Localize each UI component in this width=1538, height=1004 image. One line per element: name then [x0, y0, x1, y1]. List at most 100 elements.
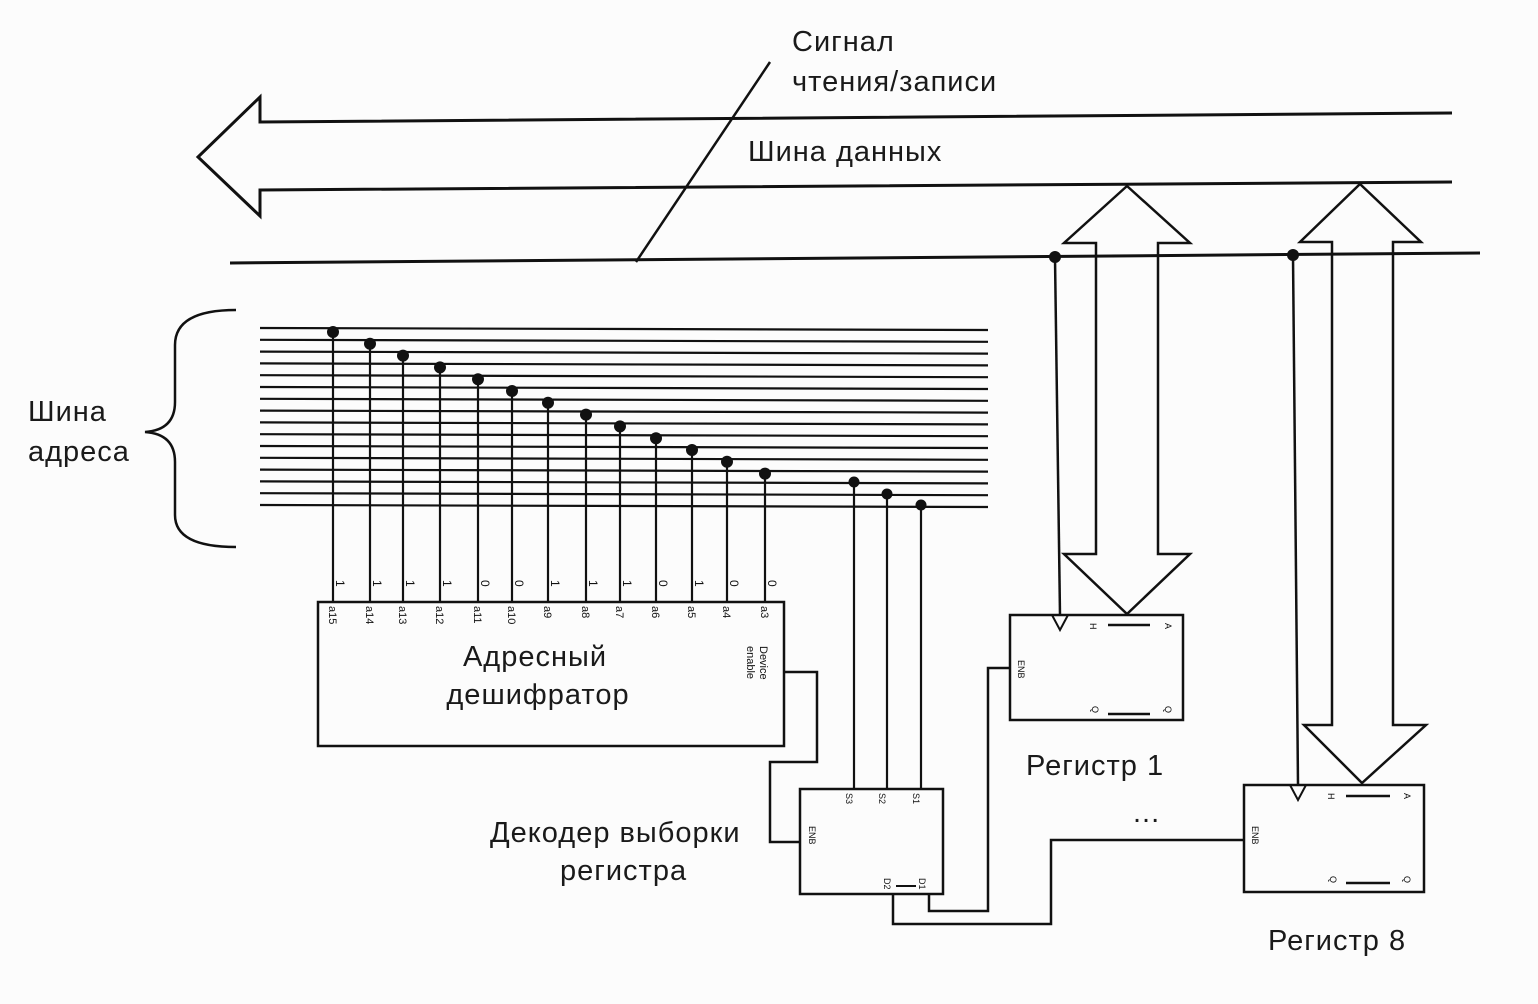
- address-pin-label: a7: [613, 606, 625, 618]
- signal-label-2: чтения/записи: [792, 66, 997, 98]
- address-pin-label: a10: [505, 606, 517, 624]
- address-decoder-label-1: Адресный: [463, 641, 607, 673]
- address-tap-dot: [686, 444, 698, 456]
- register-1-clock: [1051, 614, 1069, 633]
- address-bit-value: 0: [727, 580, 741, 587]
- register-8-h: H: [1326, 793, 1336, 800]
- register-1-rw-dot: [1049, 251, 1061, 263]
- address-tap-dot: [721, 455, 733, 468]
- address-bit-value: 0: [765, 580, 779, 587]
- address-pin-label: a3: [758, 606, 770, 618]
- address-bus-line: [259, 362, 989, 367]
- address-bus-label-2: адреса: [28, 436, 130, 468]
- register-select-label-2: регистра: [560, 855, 687, 887]
- register-1-h: H: [1088, 623, 1098, 630]
- address-tap-dot: [542, 396, 554, 409]
- address-bit-value: 1: [403, 580, 417, 587]
- register-1-rw-wire: [1053, 257, 1062, 616]
- address-bus-line: [259, 444, 989, 450]
- address-tap-dot: [397, 349, 409, 362]
- address-bus-line: [259, 409, 989, 414]
- data-bus-line: [229, 251, 1481, 265]
- register-8-a: A: [1402, 793, 1412, 799]
- select-output-wire-8: [891, 838, 1244, 926]
- register-8-label: Регистр 8: [1268, 925, 1406, 957]
- device-enable-label-2: enable: [744, 646, 756, 679]
- address-bit-value: 1: [620, 580, 634, 587]
- address-bus-line: [259, 492, 989, 497]
- address-pin-label: a8: [579, 606, 591, 618]
- address-bit-value: 0: [478, 580, 492, 587]
- address-bus-line: [259, 480, 989, 485]
- register-1-enb: ENB: [1016, 660, 1026, 679]
- address-bit-value: 0: [512, 580, 526, 587]
- device-enable-wire: [768, 670, 819, 844]
- select-output-wire-1: [927, 666, 1010, 913]
- address-decoder-block: [316, 600, 786, 748]
- register-select-label-1: Декодер выборки: [490, 817, 741, 849]
- select-pin-label: S1: [911, 793, 921, 804]
- address-bus-line: [259, 374, 989, 379]
- register-1-data-arrow: [1060, 184, 1194, 616]
- select-pin-label: S2: [877, 793, 887, 804]
- address-tap-dot: [472, 373, 484, 386]
- address-bus-label-1: Шина: [28, 396, 107, 428]
- address-tap-dot: [434, 361, 446, 374]
- select-pin-label: S3: [844, 793, 854, 804]
- select-tap-dot: [848, 476, 860, 488]
- address-pin-label: a14: [363, 606, 375, 624]
- select-output-d1: D1: [917, 878, 927, 890]
- register-8-data-arrow: [1296, 182, 1430, 785]
- address-bit-value: 1: [548, 580, 562, 587]
- address-bit-value: 1: [370, 580, 384, 587]
- register-1-q-left: Q: [1090, 706, 1100, 713]
- register-8-clock: [1289, 784, 1307, 803]
- address-bit-value: 1: [440, 580, 454, 587]
- device-enable-label-1: Device: [757, 646, 769, 680]
- select-output-d2: D2: [882, 878, 892, 890]
- address-bus-line: [259, 468, 989, 473]
- select-tap-dot: [915, 499, 927, 511]
- register-8-q-right: Q: [1402, 876, 1412, 883]
- address-pin-label: a13: [396, 606, 408, 624]
- address-tap-dot: [759, 467, 771, 480]
- address-pin-label: a6: [649, 606, 661, 618]
- signal-pointer-line: [634, 61, 772, 263]
- register-1-label: Регистр 1: [1026, 750, 1164, 782]
- address-bus-line: [259, 397, 989, 402]
- signal-label-1: Сигнал: [792, 26, 895, 58]
- address-bus-line: [259, 326, 989, 332]
- register-1-a: A: [1163, 623, 1173, 629]
- address-bit-value: 1: [692, 580, 706, 587]
- register-1-block: [1008, 613, 1185, 722]
- address-bus-line: [259, 456, 989, 461]
- register-select-decoder-block: [798, 787, 945, 896]
- address-tap-dot: [327, 326, 339, 338]
- register-8-q-left: Q: [1328, 876, 1338, 883]
- address-tap-dot: [614, 420, 626, 433]
- address-pin-label: a11: [471, 606, 483, 624]
- address-bus-lines: [259, 326, 989, 509]
- address-bit-value: 0: [656, 580, 670, 587]
- address-pin-label: a5: [685, 606, 697, 618]
- data-bus-label: Шина данных: [748, 136, 942, 168]
- register-8-rw-wire: [1291, 255, 1300, 786]
- select-tap-dot: [881, 488, 893, 500]
- register-8-enb: ENB: [1250, 826, 1260, 845]
- register-1-q-right: Q: [1163, 706, 1173, 713]
- address-pin-label: a4: [720, 606, 732, 618]
- address-bus-line: [259, 350, 989, 355]
- address-tap-dot: [364, 337, 376, 350]
- register-8-rw-dot: [1287, 249, 1299, 261]
- address-bus-line: [259, 433, 989, 438]
- address-tap-dot: [580, 408, 592, 421]
- address-tap-dot: [650, 432, 662, 445]
- data-bus-arrow: [195, 93, 1453, 220]
- address-pin-label: a12: [433, 606, 445, 624]
- select-pin-labels: S3 S2 S1: [844, 793, 921, 804]
- address-pin-label: a15: [326, 606, 338, 624]
